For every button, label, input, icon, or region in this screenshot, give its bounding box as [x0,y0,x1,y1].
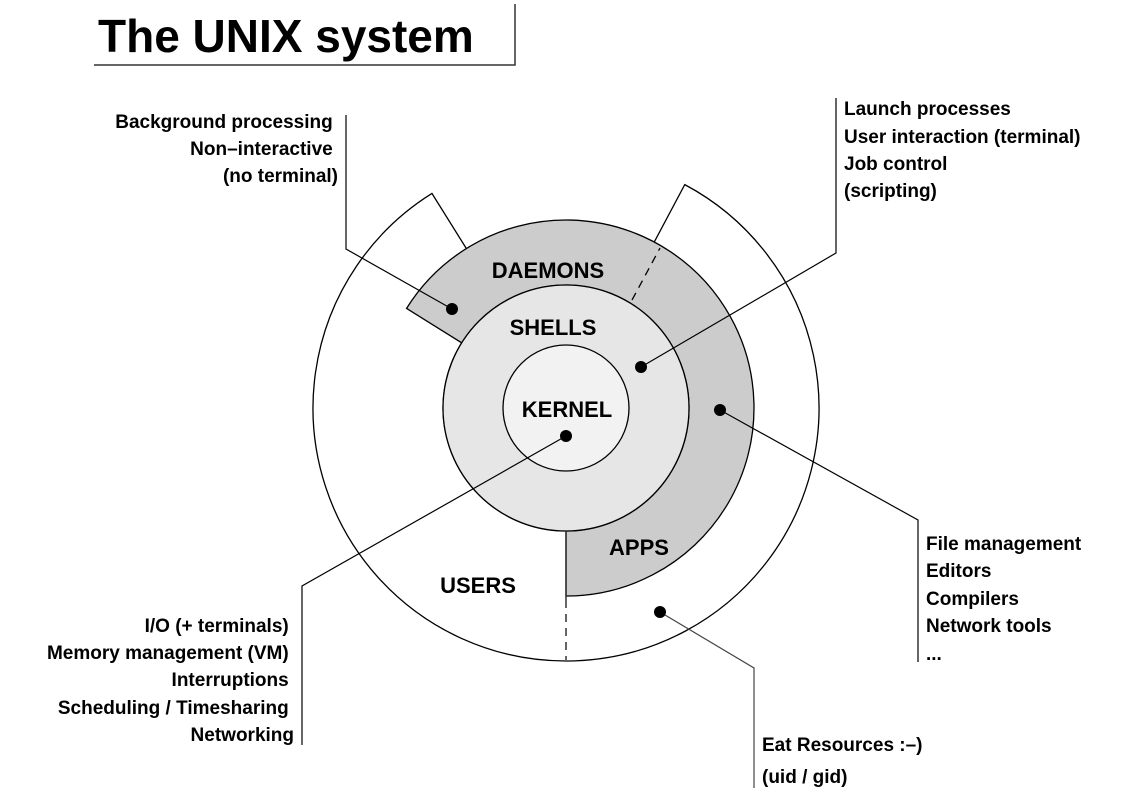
apps-leader-line [719,409,919,662]
daemons-apps-dashed-separator [631,247,661,301]
daemons-notes: Background processing Non–interactive (n… [115,112,338,187]
kernel-dot [560,430,572,442]
shells-leader-line [640,98,837,368]
daemons-dot [446,303,458,315]
users-notes: Eat Resources :–) (uid / gid) [762,735,928,788]
title-underline [94,4,516,66]
users-label: USERS [440,573,516,598]
daemons-leader-line [345,115,453,310]
shells-notes: Launch processes User interaction (termi… [844,99,1086,202]
diagram-title: The UNIX system [98,10,474,62]
kernel-label: KERNEL [522,397,612,422]
kernel-core [502,344,630,472]
shells-label: SHELLS [510,315,597,340]
kernel-notes: I/O (+ terminals) Memory management (VM)… [47,616,294,746]
users-leader-line [659,611,755,788]
kernel-leader-line [301,435,567,745]
apps-dot [714,404,726,416]
shells-dot [635,361,647,373]
apps-label: APPS [609,535,669,560]
daemons-label: DAEMONS [492,258,604,283]
apps-notes: File management Editors Compilers Networ… [926,534,1087,665]
users-dot [654,606,666,618]
